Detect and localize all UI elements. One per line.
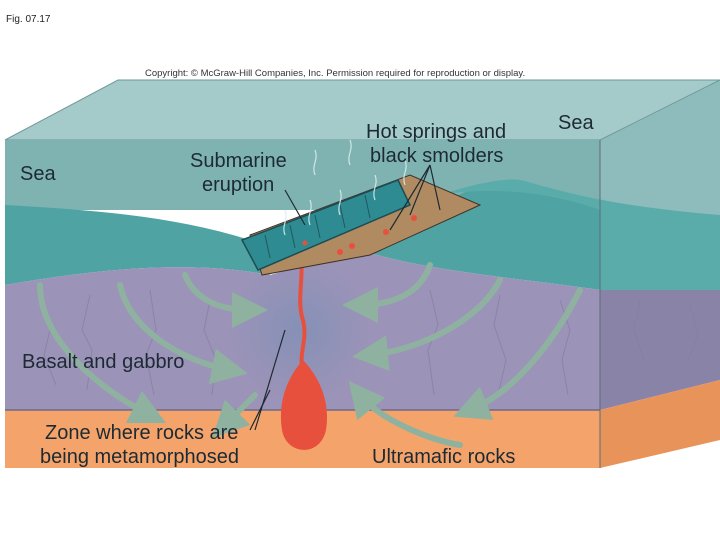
submarine-eruption-label-line2: eruption xyxy=(202,174,274,196)
submarine-eruption-label-line1: Submarine xyxy=(190,150,287,172)
ultramafic-rocks-label: Ultramafic rocks xyxy=(372,446,515,468)
metamorphosed-zone-label-line1: Zone where rocks are xyxy=(45,422,238,444)
basalt-gabbro-label: Basalt and gabbro xyxy=(22,351,184,373)
hot-springs-label-line1: Hot springs and xyxy=(366,121,506,143)
metamorphosed-zone-label-line2: being metamorphosed xyxy=(40,446,239,468)
sea-right-label: Sea xyxy=(558,112,594,134)
sea-top-face xyxy=(5,80,720,140)
hot-springs-label-line2: black smolders xyxy=(370,145,503,167)
sea-left-label: Sea xyxy=(20,163,56,185)
